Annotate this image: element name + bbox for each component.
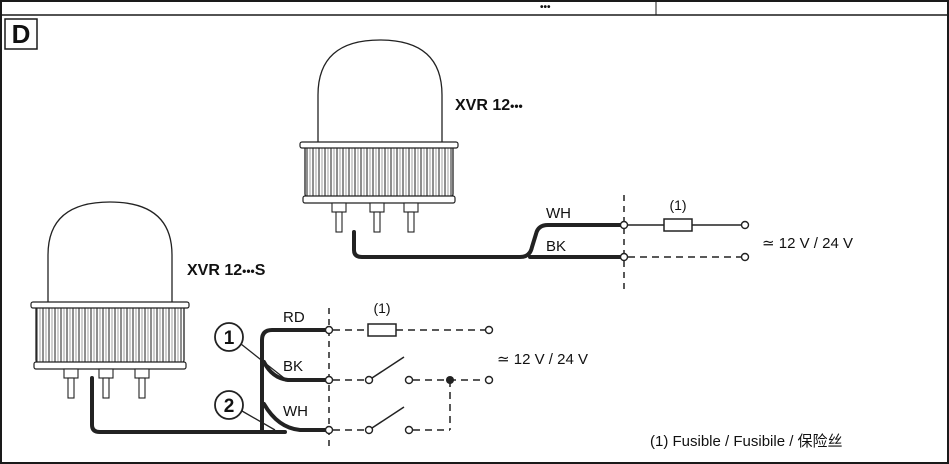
top-terminal-bk [619, 252, 629, 262]
svg-text:1: 1 [224, 328, 235, 349]
top-wire-wh-label: WH [546, 205, 571, 222]
bottom-beacon-bolts [63, 368, 150, 399]
bottom-supply-terminal-2 [484, 375, 494, 385]
fuse-footnote: (1) Fusible / Fusibile / 保险丝 [650, 433, 843, 450]
bottom-supply-label: ≃ 12 V / 24 V [497, 351, 588, 368]
top-fuse-ref: (1) [669, 197, 686, 213]
svg-text:2: 2 [224, 396, 235, 417]
top-supply-terminal-2 [740, 252, 750, 262]
bottom-fuse [367, 323, 397, 337]
bottom-wire-wh-label: WH [283, 403, 308, 420]
bottom-terminal-rd [324, 325, 334, 335]
bottom-terminal-wh [324, 425, 334, 435]
bottom-model-label: XVR 12•••S [187, 262, 266, 279]
top-supply-label: ≃ 12 V / 24 V [762, 235, 853, 252]
callout-2: 2 [214, 390, 276, 431]
top-fuse [663, 218, 693, 232]
panel-label: D [4, 18, 38, 50]
bottom-terminal-bk [324, 375, 334, 385]
switch-bk [371, 356, 405, 379]
top-model-label: XVR 12••• [455, 97, 523, 114]
bottom-supply-terminal-1 [484, 325, 494, 335]
bottom-fuse-ref: (1) [373, 300, 390, 316]
top-cable [352, 223, 626, 259]
top-cropped-text: ••• [540, 2, 551, 13]
top-beacon [299, 39, 459, 233]
top-supply-terminal-1 [740, 220, 750, 230]
top-terminal-wh [619, 220, 629, 230]
switch-wh [371, 406, 405, 429]
bottom-cable [90, 328, 327, 434]
top-wire-bk-label: BK [546, 238, 566, 255]
panel-letter: D [12, 19, 31, 49]
bottom-wire-rd-label: RD [283, 309, 305, 326]
bottom-beacon [30, 201, 190, 399]
bottom-wire-bk-label: BK [283, 358, 303, 375]
top-beacon-bolts [331, 202, 419, 233]
callout-1: 1 [214, 322, 285, 379]
